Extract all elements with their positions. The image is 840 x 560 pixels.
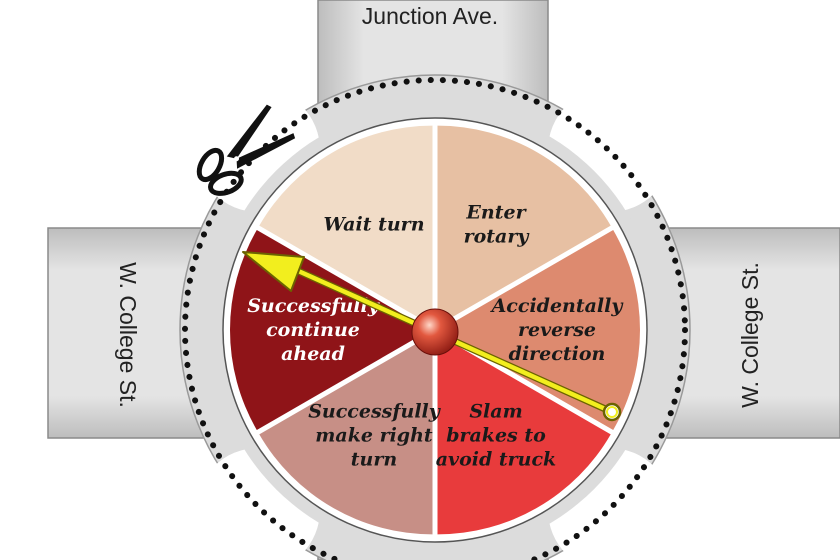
segment-label: Wait turn: [323, 213, 424, 235]
dotted-ring: [182, 77, 688, 560]
segment-label-line: make right: [315, 425, 433, 447]
segment-label-line: Successfully: [308, 401, 442, 423]
wheel-segment: [437, 125, 611, 326]
road-label-right: W. College St.: [737, 262, 763, 408]
road-label-left: W. College St.: [115, 262, 141, 408]
wheel-segment: [259, 125, 433, 326]
segment-label-line: Slam: [469, 401, 522, 423]
segment-label-line: ahead: [281, 343, 345, 365]
spinner-hub: [411, 308, 459, 356]
segment-label-line: avoid truck: [436, 449, 556, 471]
wheel-segment: [259, 334, 433, 535]
segment-label-line: brakes to: [446, 425, 546, 447]
wheel-segment: [437, 334, 611, 535]
segment-label-line: direction: [509, 343, 606, 365]
segment-label-line: Successfully: [247, 295, 381, 317]
segment-label-line: continue: [266, 319, 360, 341]
segment-label-line: reverse: [518, 319, 596, 341]
scissors-icon: [196, 104, 296, 196]
wheel-segment: [440, 230, 640, 430]
segment-label-line: Accidentally: [490, 295, 625, 317]
road-label-top: Junction Ave.: [362, 3, 498, 29]
segment-label-line: Wait turn: [323, 213, 424, 235]
segment-label-line: Enter: [465, 201, 527, 223]
segment-label-line: turn: [351, 449, 397, 471]
segment-label-line: rotary: [464, 225, 531, 247]
